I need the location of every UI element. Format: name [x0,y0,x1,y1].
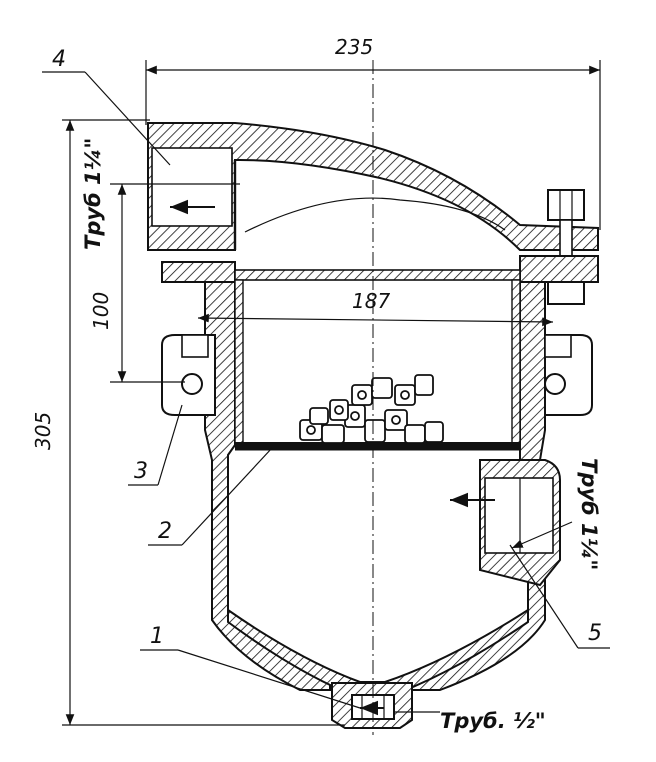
callout-2-label: 2 [158,519,172,544]
callout-1-label: 1 [150,624,164,649]
callout-1 [140,649,361,709]
drain-pipe-label: Труб. ½" [440,709,546,733]
strainer-basket [234,269,521,451]
left-lug [161,334,216,416]
cover [147,122,599,251]
inlet-pipe-label: Труб 1¼" [81,138,105,250]
dim-overall-height-label: 305 [31,412,55,450]
inlet-bore [151,147,233,227]
outlet-boss [479,459,561,587]
callout-5-label: 5 [588,621,602,646]
right-lug [544,334,593,416]
callout-4 [42,71,171,166]
dim-overall-width [145,60,601,230]
callout-3 [128,404,183,486]
callout-3-label: 3 [134,459,148,484]
filter-rings [299,374,444,444]
outlet-leader [511,521,573,549]
callout-2 [148,447,273,546]
dim-basket-diameter [197,313,554,327]
dim-inlet-offset-label: 100 [89,292,113,330]
callout-4-label: 4 [52,47,66,72]
dim-overall-height [62,119,345,726]
dim-basket-diameter-label: 187 [352,289,390,313]
callout-5 [509,544,610,649]
dim-overall-width-label: 235 [335,35,373,59]
drain-plug [331,682,413,729]
dim-inlet-offset [110,183,240,383]
outlet-pipe-label: Труб 1¼" [577,458,601,570]
